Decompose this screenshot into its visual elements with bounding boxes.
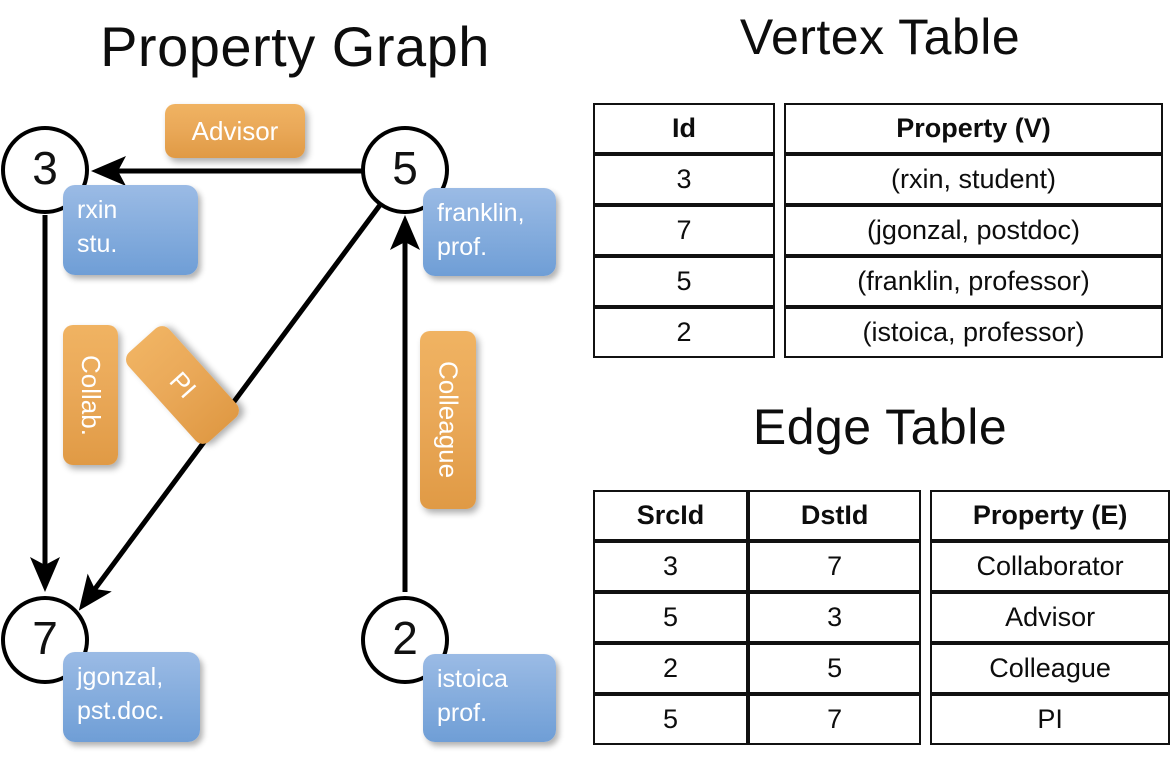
edge-table-header-dstid: DstId: [747, 490, 922, 541]
graph-node-5-id: 5: [392, 142, 418, 194]
edge-row-0-property: Collaborator: [930, 541, 1170, 592]
vertex-row-1-property: (jgonzal, postdoc): [784, 205, 1163, 256]
vertex-row-3-property: (istoica, professor): [784, 307, 1163, 358]
column-gap: [775, 256, 784, 307]
graph-node-2-property-box: istoica prof.: [423, 654, 556, 742]
vertex-row-0-property: (rxin, student): [784, 154, 1163, 205]
edge-row-2-srcid: 2: [593, 643, 748, 694]
column-gap: [921, 490, 931, 541]
vertex-row-3-id: 2: [593, 307, 775, 358]
edge-label-collab: Collab.: [63, 325, 118, 465]
page-title-vertex-table: Vertex Table: [739, 9, 1021, 65]
table-header-row: Id Property (V): [593, 103, 1163, 154]
edge-label-collab-text: Collab.: [76, 354, 106, 436]
graph-node-5-property-box: franklin, prof.: [423, 188, 556, 276]
edge-row-0-dstid: 7: [747, 541, 922, 592]
vertex-table-header-property: Property (V): [784, 103, 1163, 154]
graph-node-3-property-box: rxin stu.: [63, 185, 198, 275]
vertex-row-2-property: (franklin, professor): [784, 256, 1163, 307]
vertex-row-0-id: 3: [593, 154, 775, 205]
table-row: 5 7 PI: [593, 694, 1170, 745]
graph-node-5-role: prof.: [437, 232, 488, 261]
page-title-property-graph: Property Graph: [100, 15, 490, 78]
vertex-row-1-id: 7: [593, 205, 775, 256]
graph-node-3-id: 3: [32, 142, 58, 194]
graph-node-2-role: prof.: [437, 698, 488, 727]
edge-row-2-property: Colleague: [930, 643, 1170, 694]
table-header-row: SrcId DstId Property (E): [593, 490, 1170, 541]
table-row: 2 (istoica, professor): [593, 307, 1163, 358]
graph-node-7-id: 7: [32, 612, 58, 664]
table-row: 5 3 Advisor: [593, 592, 1170, 643]
edge-label-advisor-text: Advisor: [191, 115, 279, 146]
edge-row-3-dstid: 7: [747, 694, 922, 745]
table-row: 5 (franklin, professor): [593, 256, 1163, 307]
vertex-table-header-id: Id: [593, 103, 775, 154]
edge-table-header-srcid: SrcId: [593, 490, 748, 541]
edge-row-3-srcid: 5: [593, 694, 748, 745]
edge-row-3-property: PI: [930, 694, 1170, 745]
graph-node-5-name: franklin,: [437, 199, 525, 227]
table-row: 3 7 Collaborator: [593, 541, 1170, 592]
edge-label-pi-text: PI: [163, 365, 203, 404]
column-gap: [921, 643, 931, 694]
edge-row-2-dstid: 5: [747, 643, 922, 694]
column-gap: [775, 103, 784, 154]
edge-row-1-property: Advisor: [930, 592, 1170, 643]
column-gap: [921, 592, 931, 643]
page-title-edge-table: Edge Table: [752, 399, 1008, 455]
graph-node-2-id: 2: [392, 612, 418, 664]
vertex-table: Id Property (V) 3 (rxin, student) 7 (jgo…: [593, 103, 1163, 358]
column-gap: [775, 205, 784, 256]
graph-node-5[interactable]: 5: [361, 126, 449, 214]
graph-node-3-role: stu.: [77, 229, 118, 258]
table-row: 2 5 Colleague: [593, 643, 1170, 694]
vertex-row-2-id: 5: [593, 256, 775, 307]
column-gap: [775, 307, 784, 358]
edge-row-1-srcid: 5: [593, 592, 748, 643]
edge-label-colleague-text: Colleague: [433, 361, 464, 479]
edge-table: SrcId DstId Property (E) 3 7 Collaborato…: [593, 490, 1170, 745]
edge-label-colleague: Colleague: [420, 331, 476, 509]
edge-label-advisor: Advisor: [165, 104, 305, 158]
graph-node-7-name: jgonzal,: [77, 663, 164, 691]
edge-row-0-srcid: 3: [593, 541, 748, 592]
column-gap: [921, 541, 931, 592]
graph-node-7-property-box: jgonzal, pst.doc.: [63, 652, 200, 742]
edge-row-1-dstid: 3: [747, 592, 922, 643]
graph-node-2-name: istoica: [437, 665, 508, 693]
column-gap: [775, 154, 784, 205]
table-row: 3 (rxin, student): [593, 154, 1163, 205]
graph-node-2[interactable]: 2: [361, 596, 449, 684]
column-gap: [921, 694, 931, 745]
graph-node-7-role: pst.doc.: [77, 696, 165, 725]
table-row: 7 (jgonzal, postdoc): [593, 205, 1163, 256]
graph-node-3-name: rxin: [77, 196, 118, 224]
edge-table-header-property: Property (E): [930, 490, 1170, 541]
